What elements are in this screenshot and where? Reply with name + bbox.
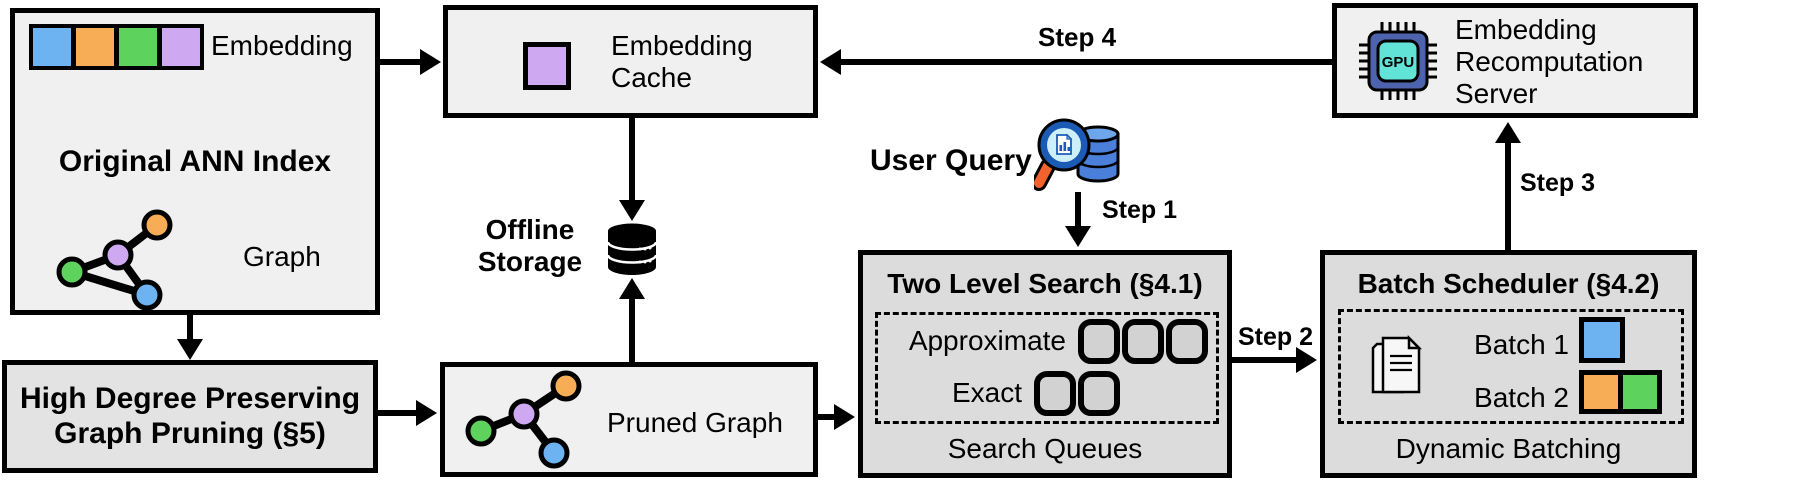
two-level-search-box: Two Level Search (§4.1) Approximate Exac… — [858, 250, 1232, 478]
search-queues-caption: Search Queues — [947, 433, 1143, 464]
queue-slot — [1078, 371, 1120, 416]
gpu-chip-icon: GPU — [1359, 22, 1437, 100]
step2-label: Step 2 — [1238, 323, 1314, 351]
search-queues-dashed-area: Approximate Exact — [875, 312, 1219, 424]
gpu-icon-text: GPU — [1382, 54, 1415, 71]
cached-embedding-icon — [523, 42, 571, 90]
ann-index-title: Original ANN Index — [58, 145, 332, 178]
queue-slot — [1166, 319, 1208, 364]
embedding-label: Embedding — [211, 30, 353, 61]
embedding-vector-icon — [29, 24, 204, 70]
offline-storage-label: Offline Storage — [477, 214, 583, 278]
batch1-label: Batch 1 — [1474, 329, 1569, 360]
batch1-embedding-blue — [1579, 317, 1625, 363]
batch2-embedding-orange — [1584, 375, 1618, 409]
two-level-search-title: Two Level Search (§4.1) — [887, 268, 1203, 299]
batch2-label: Batch 2 — [1474, 382, 1569, 413]
database-icon — [606, 223, 658, 275]
approximate-queue-slots — [1078, 319, 1208, 364]
dynamic-batching-caption: Dynamic Batching — [1395, 433, 1622, 464]
embedding-cache-box: Embedding Cache — [443, 5, 818, 118]
original-graph-icon — [56, 209, 173, 311]
exact-label: Exact — [951, 377, 1022, 409]
embedding-cache-label: Embedding Cache — [611, 30, 753, 94]
step3-label: Step 3 — [1520, 169, 1596, 197]
embedding-cell-green — [119, 28, 157, 66]
embedding-cell-orange — [76, 28, 114, 66]
step4-label: Step 4 — [1038, 22, 1117, 52]
queue-slot — [1122, 319, 1164, 364]
queue-slot — [1034, 371, 1076, 416]
approximate-label: Approximate — [908, 325, 1066, 357]
pruned-graph-label: Pruned Graph — [607, 407, 783, 438]
batch-scheduler-box: Batch Scheduler (§4.2) Batch 1 Batch 2 D… — [1320, 250, 1697, 478]
exact-queue-row: Exact — [952, 371, 1120, 416]
batch2-embedding-green — [1623, 375, 1657, 409]
exact-queue-slots — [1034, 371, 1120, 416]
recomputation-server-box: GPU Embedding Recomputation Server — [1332, 3, 1698, 118]
approximate-queue-row: Approximate — [909, 319, 1208, 364]
batch2-embeddings — [1579, 370, 1662, 414]
graph-pruning-box: High Degree Preserving Graph Pruning (§5… — [2, 360, 378, 473]
pruned-graph-box: Pruned Graph — [440, 362, 818, 477]
embedding-cell-purple — [162, 28, 200, 66]
graph-pruning-label: High Degree Preserving Graph Pruning (§5… — [19, 382, 361, 450]
recomputation-server-label: Embedding Recomputation Server — [1455, 14, 1644, 110]
batch-scheduler-title: Batch Scheduler (§4.2) — [1357, 268, 1660, 299]
graph-label: Graph — [243, 241, 321, 272]
step1-label: Step 1 — [1102, 196, 1178, 224]
queue-slot — [1078, 319, 1120, 364]
original-ann-index-box: Embedding Original ANN Index Graph — [10, 8, 380, 315]
documents-icon — [1371, 334, 1423, 394]
user-query-label: User Query — [870, 144, 1032, 177]
pruned-graph-icon — [465, 370, 582, 469]
embedding-cell-blue — [33, 28, 71, 66]
dynamic-batching-dashed-area: Batch 1 Batch 2 — [1338, 309, 1684, 424]
query-search-icon — [1034, 118, 1120, 191]
